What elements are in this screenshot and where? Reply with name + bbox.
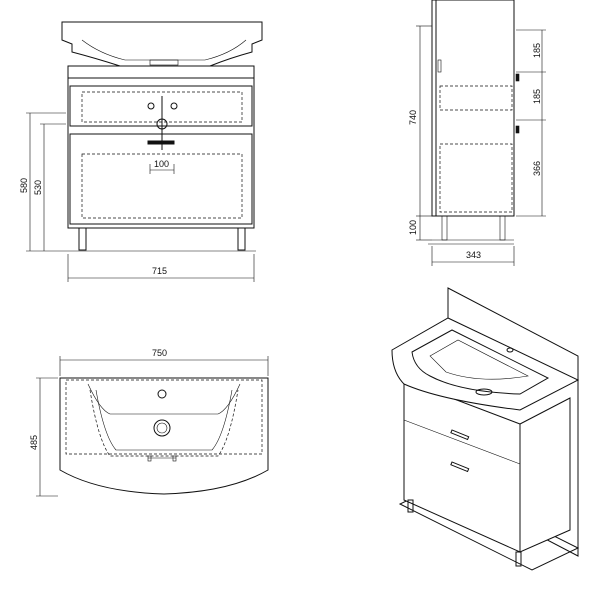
top-bowl-inner [89,389,239,457]
top-cabinet-outline [65,379,263,455]
iso-drain [475,388,493,396]
side-handle-bottom [515,125,520,134]
front-inner-height-label: 530 [33,180,43,195]
front-drawer-top [69,85,253,127]
iso-drawer-top [403,419,521,465]
front-drawer-bottom-inner [81,153,243,219]
iso-leg-front [515,551,522,567]
front-drain-offset-label: 100 [154,159,169,169]
iso-handle-bottom [450,461,470,473]
side-drawer-top [439,85,513,111]
top-view: 750 485 [29,348,269,497]
top-depth-label: 485 [29,435,39,450]
front-tap-right [170,102,178,110]
iso-cabinet-side [519,397,571,553]
front-height-label: 580 [19,178,29,193]
side-handle-top [515,73,520,82]
side-total-height-label: 740 [408,110,418,125]
side-leg-right [499,215,506,241]
side-section-top-label: 185 [532,43,542,58]
top-width-label: 750 [152,348,167,358]
isometric-view [391,287,580,571]
side-section-bottom-label: 366 [532,161,542,176]
top-tap-hole [157,389,167,399]
side-leg-left [441,215,448,241]
front-basin-rim [61,21,263,67]
top-bowl-outer [87,383,241,415]
front-cabinet-body [67,65,255,229]
top-basin-outline [59,377,269,495]
side-depth-label: 343 [466,250,481,260]
side-leg-height-label: 100 [408,220,418,235]
front-drawer-bottom [69,133,253,225]
top-drain [153,419,171,437]
front-leg-left [78,227,87,251]
front-leg-right [237,227,246,251]
side-view: 740 100 185 185 366 343 [408,0,546,266]
front-tap-left [147,102,155,110]
iso-leg-left [407,499,414,513]
side-drawer-bottom [439,143,513,213]
front-basin-bowl [81,39,247,61]
side-cabinet-body [431,0,515,217]
front-overflow [149,59,179,66]
side-section-mid-label: 185 [532,89,542,104]
iso-basin-bowl [411,329,550,395]
iso-handle-top [450,429,470,441]
front-drawer-handle [147,140,175,145]
front-width-label: 715 [152,266,167,276]
iso-tap-hole [506,347,514,353]
front-view: 100 580 530 715 [19,21,263,282]
